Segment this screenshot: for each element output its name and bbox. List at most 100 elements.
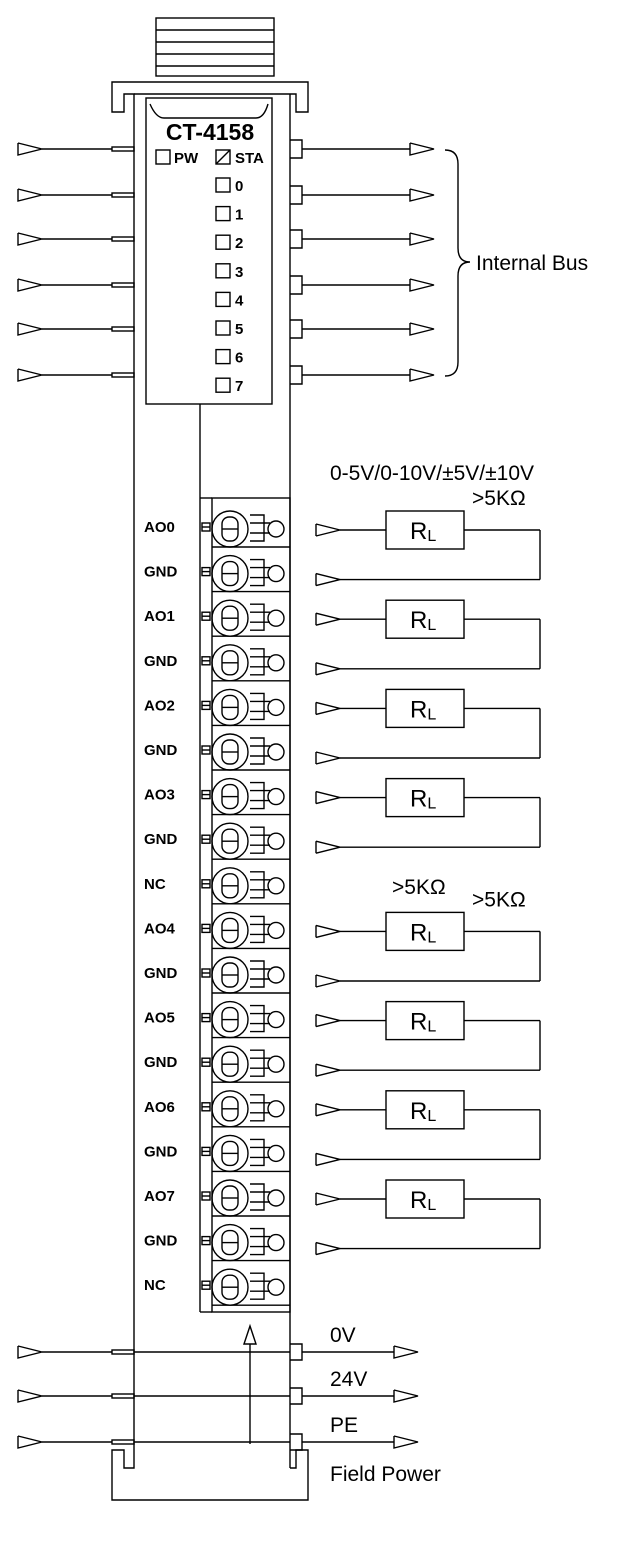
channel-led-label: 2 [235,235,243,252]
load-AO4: RL>5KΩ [315,888,541,988]
terminal-row [201,956,290,994]
load-AO6: RL [315,1090,541,1167]
load-AO7: RL [315,1179,541,1256]
field-power-line-label: 24V [330,1368,367,1391]
terminal-row [201,911,290,950]
terminal-row [201,867,290,905]
channel-led-7: 7 [215,377,243,395]
led-panel: CT-4158 PW STA 0 1 2 3 4 5 6 7 [145,97,273,405]
terminal-row [201,1268,290,1306]
load-AO0: RL>5KΩ [315,487,541,587]
field-power-line: 0V [17,1324,419,1361]
channel-led-label: 3 [235,264,243,281]
channel-led-1: 1 [215,205,243,224]
channel-led-label: 6 [235,350,243,367]
load-resistor [385,911,465,952]
bus-line [17,278,435,292]
terminal-label: AO2 [144,697,175,714]
load-AO3: RL [315,777,541,854]
terminal-row [201,1134,290,1173]
bus-line [17,368,435,382]
bus-line [17,142,435,156]
terminal-row [201,1000,290,1039]
load-resistor [385,1090,465,1130]
terminal-label: AO3 [144,787,175,804]
bus-line [17,322,435,336]
load-resistor [385,688,465,729]
top-connector [155,17,275,77]
terminal-row [201,554,290,593]
load-spec-label: >5KΩ [472,888,526,911]
load-AO1: RL [315,599,541,676]
terminal-label: AO0 [144,519,175,536]
field-power-line-label: 0V [330,1324,356,1347]
bus-brace [444,149,471,377]
load-resistor [385,599,465,639]
internal-bus-lines [17,142,435,382]
terminal-row [201,1090,290,1128]
channel-led-3: 3 [215,263,243,281]
terminal-row [201,1223,290,1262]
load-wiring: RL>5KΩ RL RL RL RL>5KΩ RL RL RL [315,487,541,1256]
bus-line [17,188,435,202]
bus-line [17,232,435,246]
terminal-row [201,822,290,860]
terminal-row [201,1179,290,1217]
terminal-row [201,777,290,816]
terminal-label: AO1 [144,608,175,625]
load-resistor-label: RL [410,1187,436,1214]
channel-led-label: 5 [235,321,243,338]
terminal-label: AO6 [144,1099,175,1116]
channel-led-6: 6 [215,348,243,367]
pw-led-label: PW [174,150,199,167]
terminal-row [201,599,290,637]
terminal-row [201,644,290,682]
terminal-label: GND [144,1054,178,1071]
load-resistor [385,510,465,550]
channel-led-label: 1 [235,207,243,224]
channel-led-label: 0 [235,178,243,195]
terminal-label: AO7 [144,1188,175,1205]
terminal-label: NC [144,1277,166,1294]
channel-led-label: 7 [235,378,243,395]
field-power-line-label: PE [330,1414,358,1437]
terminal-label: GND [144,831,178,848]
load-AO2: RL [315,688,541,765]
terminal-row [201,733,290,771]
bus-notches [290,139,303,385]
terminal-row [201,1045,290,1083]
terminal-label: AO4 [144,920,176,937]
terminal-label: NC [144,876,166,893]
load-resistor-label: RL [410,1009,436,1036]
terminal-labels: AO0GNDAO1GNDAO2GNDAO3GNDNCAO4GNDAO5GNDAO… [144,519,178,1294]
field-power-line: PE [17,1414,419,1451]
field-power-label: Field Power [330,1463,441,1486]
load-resistor [385,1000,465,1041]
terminal-label: GND [144,653,178,670]
channel-led-5: 5 [215,320,243,338]
terminal-row [201,688,290,727]
load-AO5: RL [315,1000,541,1077]
load-spec-label: >5KΩ [472,487,526,510]
channel-leds: 0 1 2 3 4 5 6 7 [215,177,244,395]
sta-led-label: STA [235,150,264,167]
channel-led-0: 0 [215,177,243,195]
channel-led-label: 4 [235,292,244,309]
output-range-label: 0-5V/0-10V/±5V/±10V [330,462,534,485]
terminal-block [199,497,291,1313]
terminal-row [201,510,290,548]
load-resistor [385,777,465,818]
terminal-label: GND [144,742,178,759]
terminal-label: GND [144,1143,178,1160]
model-name: CT-4158 [166,119,254,145]
terminal-label: GND [144,965,178,982]
terminal-label: AO5 [144,1010,175,1027]
extra-load-spec: >5KΩ [392,876,446,899]
channel-led-2: 2 [215,234,243,252]
channel-led-4: 4 [215,291,244,309]
terminal-label: GND [144,564,178,581]
field-power-section: 0V 24V PE Field Power [17,1323,441,1486]
internal-bus-label: Internal Bus [476,252,588,275]
field-power-line: 24V [17,1368,419,1405]
